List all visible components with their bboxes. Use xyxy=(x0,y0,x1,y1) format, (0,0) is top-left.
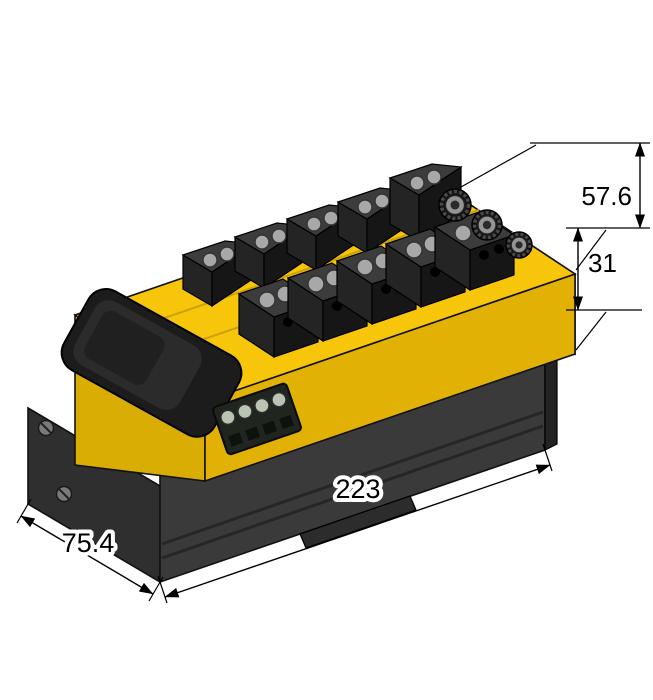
extension-line xyxy=(542,443,553,472)
connector-pin-core xyxy=(482,220,492,230)
m12-connector-1 xyxy=(438,188,472,222)
wire-clamp-slot xyxy=(228,432,244,447)
m12-connector-2 xyxy=(471,209,503,241)
terminal-screw-icon xyxy=(271,228,287,244)
terminal-screw-icon xyxy=(254,397,270,414)
terminal-screw-icon xyxy=(219,246,235,262)
terminal-screw-icon xyxy=(356,258,374,276)
knurl-ring xyxy=(439,189,471,221)
dimension-label-depth: 75.4 xyxy=(62,528,115,558)
terminal-screw-icon xyxy=(271,392,287,408)
connector-pin-core xyxy=(450,200,460,210)
terminal-screw-icon xyxy=(237,403,253,420)
terminal-screw-icon xyxy=(357,199,373,215)
extension-line xyxy=(148,576,164,602)
terminal-screw-icon xyxy=(220,409,236,426)
terminal-screw-icon xyxy=(254,234,270,250)
terminal-screw-icon xyxy=(409,175,425,191)
wire-entry-hole xyxy=(494,244,504,254)
screw-slot xyxy=(40,422,52,434)
cover-top xyxy=(84,310,165,385)
field-wiring-terminal xyxy=(212,382,302,456)
dimension-line xyxy=(164,464,551,598)
terminal-screw-icon xyxy=(202,252,218,268)
wire-entry-hole xyxy=(381,284,391,294)
wire-entry-hole xyxy=(479,250,489,260)
terminal-screw-icon xyxy=(374,193,390,209)
screw-slot xyxy=(58,488,70,500)
dimension-label-length: 223 xyxy=(335,474,380,504)
protective-cover xyxy=(60,288,243,438)
knurl-ring xyxy=(506,232,532,258)
wire-clamp-slot xyxy=(279,414,295,430)
terminal-screw-icon xyxy=(323,210,339,226)
connector-top-face xyxy=(388,163,463,196)
dimension-length: 223 xyxy=(157,443,553,604)
m12-connector-3 xyxy=(505,231,533,259)
wire-clamp-slot xyxy=(262,420,278,435)
terminal-screw-icon xyxy=(454,224,472,242)
terminal-screw-icon xyxy=(307,275,325,293)
terminal-screw-icon xyxy=(405,241,423,259)
dimension-label-upper-height: 31 xyxy=(588,248,617,278)
dimension-depth: 75.4 xyxy=(16,498,164,602)
leader-line xyxy=(460,144,537,188)
wire-clamp-slot xyxy=(245,426,261,441)
leader-line xyxy=(575,311,607,351)
extension-line xyxy=(157,575,168,604)
terminal-screw-icon xyxy=(258,291,276,309)
dimension-label-total-height: 57.6 xyxy=(581,181,632,211)
extension-line xyxy=(16,498,32,524)
knurl-ring xyxy=(472,210,502,240)
connector-pin-core xyxy=(515,241,523,249)
terminal-screw-icon xyxy=(426,169,442,185)
dimension-total-height: 57.6 xyxy=(460,142,650,229)
wire-entry-hole xyxy=(430,267,440,277)
wire-entry-hole xyxy=(332,301,342,311)
terminal-screw-icon xyxy=(306,216,322,232)
base-screw-2 xyxy=(55,485,73,503)
base-screw-1 xyxy=(37,419,55,437)
dimension-upper-height: 31 xyxy=(566,227,650,351)
dimension-line xyxy=(20,515,154,595)
